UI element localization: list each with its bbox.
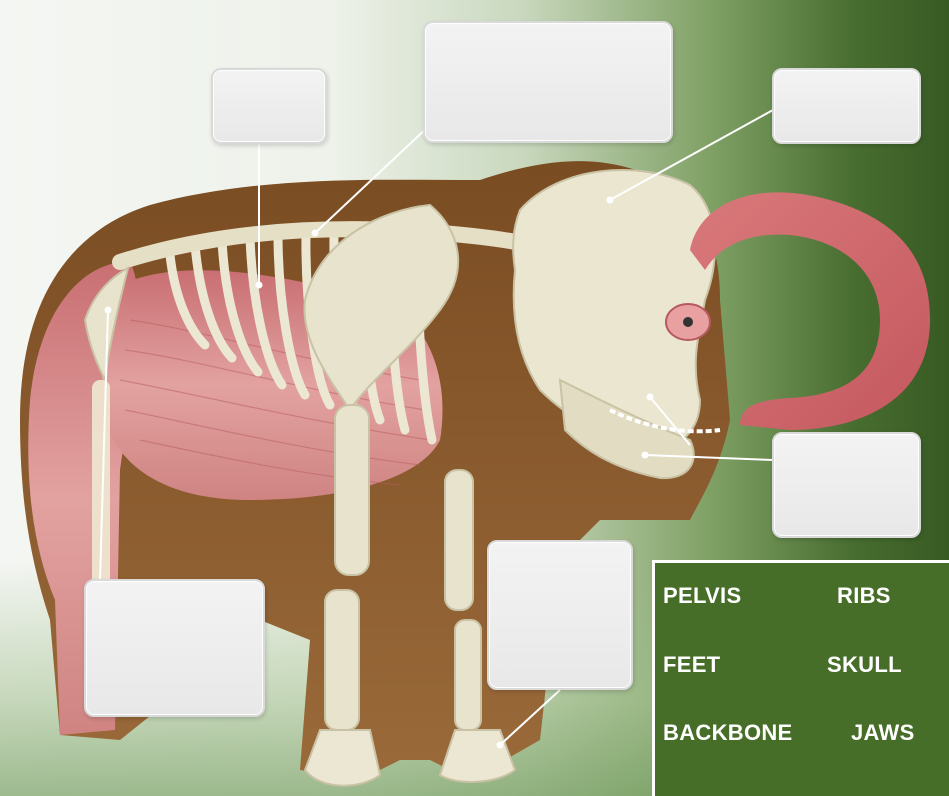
word-backbone[interactable]: BACKBONE [663, 720, 793, 746]
answer-box-skull[interactable] [772, 68, 921, 144]
word-pelvis[interactable]: PELVIS [663, 583, 741, 609]
word-skull[interactable]: SKULL [827, 652, 902, 678]
answer-box-ribs[interactable] [211, 68, 327, 144]
word-jaws[interactable]: JAWS [851, 720, 915, 746]
answer-box-jaws[interactable] [772, 432, 921, 538]
answer-box-pelvis[interactable] [84, 579, 265, 717]
word-bank: PELVIS RIBS FEET SKULL BACKBONE JAWS [652, 560, 949, 796]
answer-box-backbone[interactable] [423, 21, 673, 143]
answer-box-feet[interactable] [487, 540, 633, 690]
word-feet[interactable]: FEET [663, 652, 720, 678]
word-ribs[interactable]: RIBS [837, 583, 891, 609]
